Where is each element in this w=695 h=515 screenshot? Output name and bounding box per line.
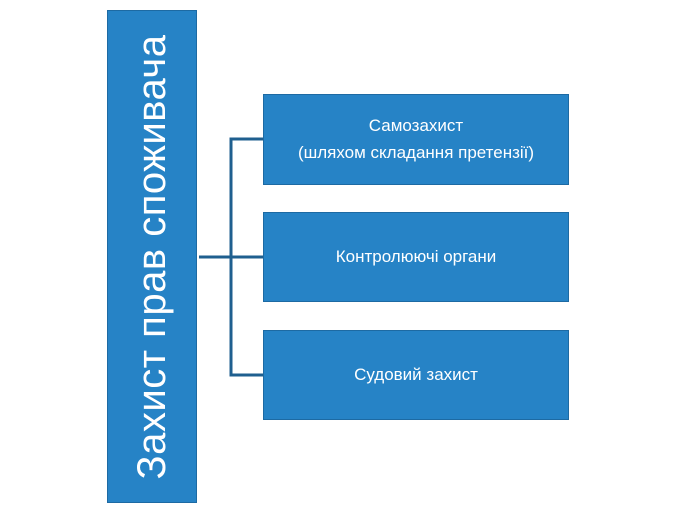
child-node-label: Самозахист (368, 116, 464, 136)
child-node-self-defense: Самозахист (шляхом складання претензії) (263, 94, 569, 185)
root-node: Захист прав споживача (107, 10, 197, 503)
child-node-sublabel: (шляхом складання претензії) (297, 142, 535, 162)
child-node-label: Судовий захист (354, 364, 478, 384)
child-node-control-bodies: Контролюючі органи (263, 212, 569, 302)
child-node-judicial-protection: Судовий захист (263, 330, 569, 420)
root-node-label: Захист прав споживача (130, 33, 174, 480)
child-node-label: Контролюючі органи (335, 246, 497, 266)
